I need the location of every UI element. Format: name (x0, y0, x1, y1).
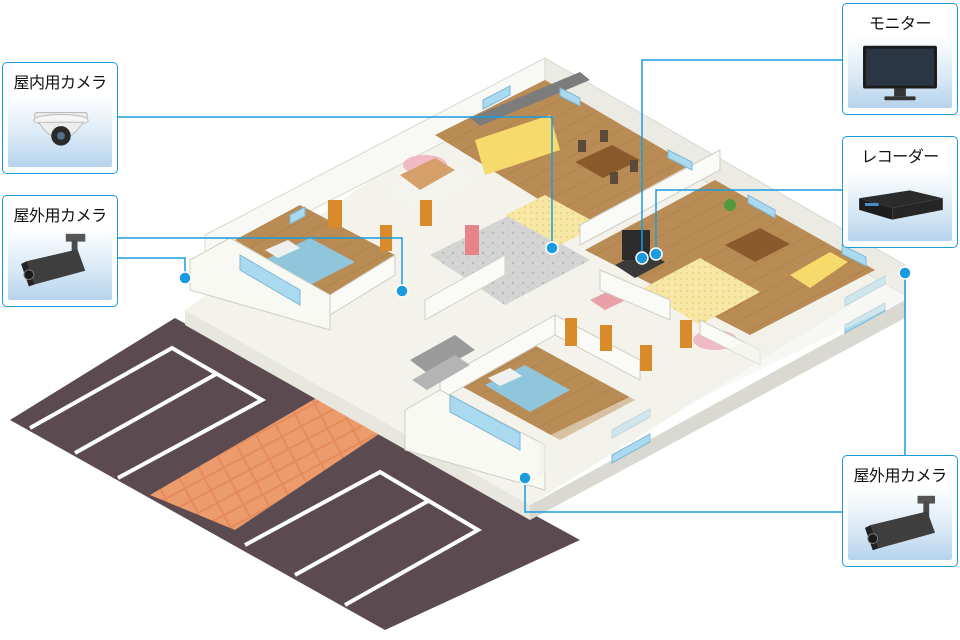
bullet-camera-icon (8, 228, 112, 300)
indoor-camera-label: 屋内用カメラ (13, 73, 107, 92)
dome-camera-icon (8, 95, 112, 167)
recorder-label: レコーダー (861, 147, 939, 166)
outdoor-camera-left-dot-2 (395, 284, 409, 298)
outdoor-camera-right-dot (518, 471, 532, 485)
recorder-icon (848, 169, 952, 241)
recorder-callout: レコーダー (842, 136, 958, 248)
recorder-dot (649, 247, 663, 261)
monitor-connector (641, 59, 842, 258)
outdoor-camera-left-callout: 屋外用カメラ (2, 195, 118, 307)
indoor-camera-dot (545, 241, 559, 255)
outdoor-camera-right-label: 屋外用カメラ (853, 466, 947, 485)
monitor-dot (635, 251, 649, 265)
indoor-camera-connector (118, 116, 553, 248)
outdoor-camera-left-connector-2 (118, 237, 403, 291)
outdoor-camera-right-dot-2 (898, 266, 912, 280)
outdoor-camera-left-dot (178, 271, 192, 285)
connector-dots (178, 241, 912, 485)
monitor-callout: モニター (842, 3, 958, 115)
monitor-label: モニター (868, 14, 932, 33)
dining-table (575, 130, 640, 184)
outdoor-camera-right-callout: 屋外用カメラ (842, 455, 958, 567)
recorder-connector (655, 189, 842, 254)
monitor-icon (848, 36, 952, 108)
bullet-camera-icon (848, 488, 952, 560)
connector-lines (118, 59, 906, 513)
outdoor-camera-left-connector (118, 257, 186, 278)
outdoor-camera-left-label: 屋外用カメラ (13, 206, 107, 225)
indoor-camera-callout: 屋内用カメラ (2, 62, 118, 174)
outdoor-camera-right-connector (524, 478, 842, 513)
